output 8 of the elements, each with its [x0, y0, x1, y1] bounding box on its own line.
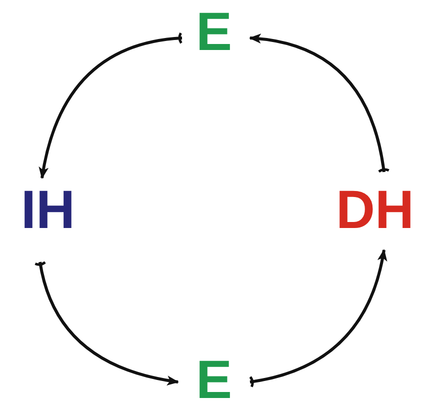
node-label: IH	[6, 180, 90, 240]
curved-arrow	[249, 34, 390, 174]
node-label: E	[186, 4, 242, 60]
curved-arrow	[34, 260, 179, 386]
curved-arrow	[248, 249, 387, 388]
node-label: DH	[330, 180, 420, 240]
node-label: E	[186, 352, 242, 408]
curved-arrow	[39, 32, 183, 179]
